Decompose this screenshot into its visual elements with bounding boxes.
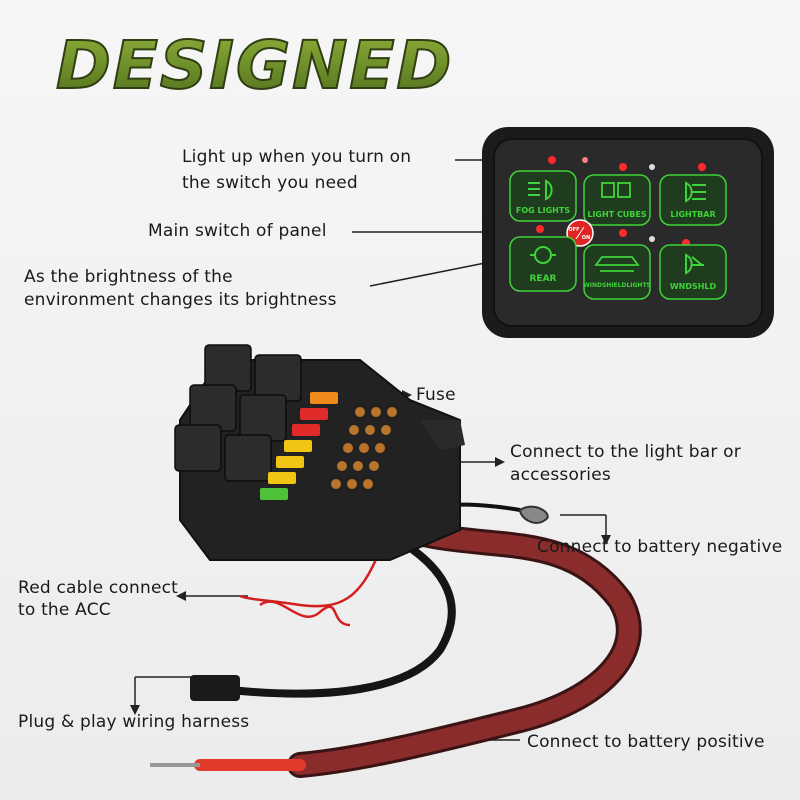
main-switch-on-label: ON	[582, 235, 590, 241]
button-label: FOG LIGHTS	[516, 206, 570, 215]
windshield-icon	[685, 253, 704, 275]
headline-text: DESIGNED	[56, 27, 450, 104]
headline: DESIGNED	[55, 26, 450, 105]
switch-panel: FOG LIGHTS LIGHT CUBES LIGHTBAR OFF ON	[482, 127, 774, 338]
callout-battery-negative: Connect to battery negative	[537, 537, 783, 557]
rear-light-icon	[530, 246, 556, 264]
terminal-block	[331, 407, 397, 489]
callout-light-up-line2: the switch you need	[182, 173, 358, 193]
callout-main-switch: Main switch of panel	[148, 221, 327, 241]
windshield-light-icon	[594, 256, 640, 272]
button-label: LIGHTBAR	[670, 210, 715, 219]
panel-button-rear[interactable]: REAR	[509, 236, 577, 292]
lightbar-icon	[685, 181, 706, 203]
callout-fuse: Fuse	[416, 385, 456, 405]
panel-button-fog-lights[interactable]: FOG LIGHTS	[509, 170, 577, 222]
indicator-lights	[536, 156, 706, 247]
fuses	[260, 392, 338, 500]
panel-button-wndshld[interactable]: WNDSHLD	[659, 244, 727, 300]
callout-brightness-line1: As the brightness of the	[24, 267, 233, 287]
panel-button-lightbar[interactable]: LIGHTBAR	[659, 174, 727, 226]
callout-brightness-line2: environment changes its brightness	[24, 290, 337, 310]
callout-light-bar-line1: Connect to the light bar or	[510, 442, 741, 462]
button-label: REAR	[530, 274, 557, 284]
button-label: LIGHT CUBES	[587, 210, 647, 219]
button-label: WINDSHIELDLIGHTS	[583, 282, 651, 289]
light-cube-icon	[601, 182, 631, 198]
callout-battery-positive: Connect to battery positive	[527, 732, 765, 752]
callout-light-up-line1: Light up when you turn on	[182, 147, 412, 167]
fuse-relay-box	[174, 344, 465, 561]
fog-light-icon	[528, 179, 553, 201]
callout-red-cable-line1: Red cable connect	[18, 578, 179, 598]
callout-light-bar-line2: accessories	[510, 465, 611, 485]
callout-red-cable-line2: to the ACC	[18, 600, 111, 620]
main-switch-off-label: OFF	[568, 227, 579, 233]
panel-button-light-cubes[interactable]: LIGHT CUBES	[583, 174, 651, 226]
callout-plug-play: Plug & play wiring harness	[18, 712, 250, 732]
relays	[174, 344, 302, 482]
button-label: WNDSHLD	[670, 282, 717, 291]
panel-button-windshield-lights[interactable]: WINDSHIELDLIGHTS	[583, 244, 651, 300]
